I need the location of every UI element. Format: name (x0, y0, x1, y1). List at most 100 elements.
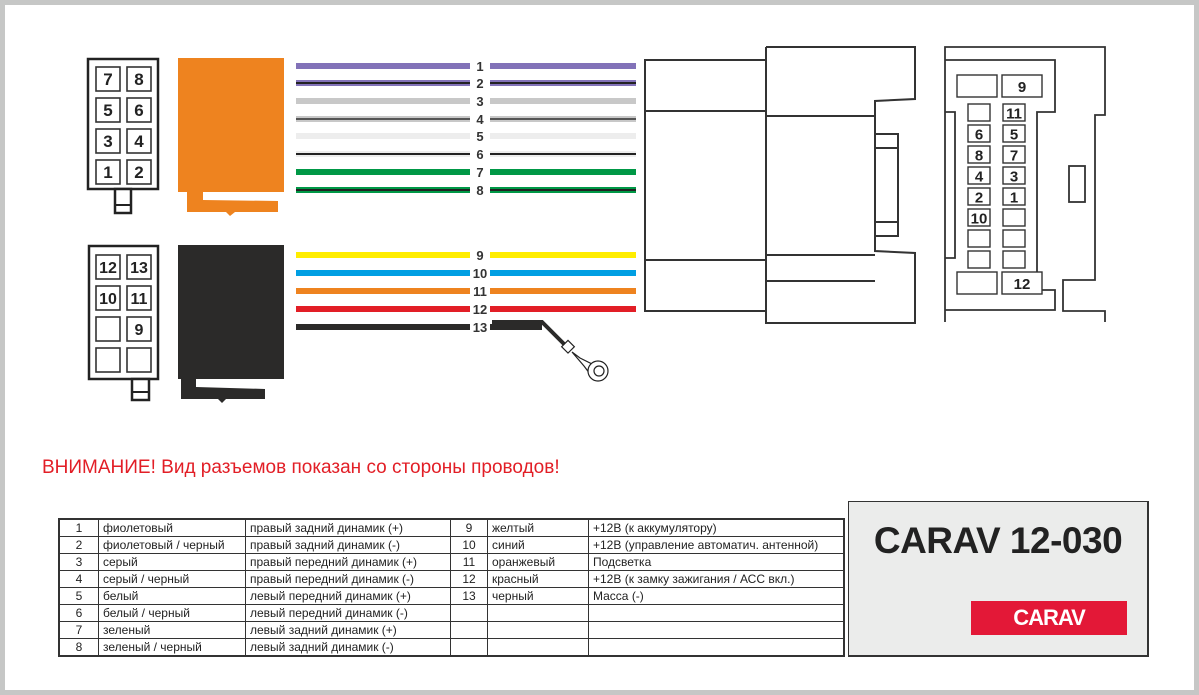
wire-11 (296, 288, 470, 294)
pin-label: 1 (103, 163, 112, 182)
pin-label: 2 (134, 163, 143, 182)
wire-number: 9 (476, 248, 483, 263)
pin-box (1002, 166, 1026, 185)
pin-label: 8 (975, 148, 983, 165)
wire-color: зеленый (98, 621, 246, 639)
pin-box (967, 187, 991, 206)
pin-label: 2 (975, 190, 983, 207)
pin-box (95, 128, 121, 154)
wire-color: желтый (487, 518, 589, 537)
function (588, 621, 845, 639)
function: правый задний динамик (+) (245, 518, 451, 537)
wire-color: серый / черный (98, 570, 246, 588)
pin-box (126, 97, 152, 123)
wire-stripe (490, 82, 636, 84)
pin-box (126, 347, 152, 373)
pin-box (95, 347, 121, 373)
wire-color: черный (487, 587, 589, 605)
pin-label: 12 (99, 260, 117, 277)
wire-number: 5 (476, 129, 483, 144)
wire-stripe (296, 82, 470, 84)
function: +12В (к аккумулятору) (588, 518, 845, 537)
pin-label: 10 (99, 291, 117, 308)
function (588, 638, 845, 657)
wire-number: 7 (476, 165, 483, 180)
pin-box (126, 159, 152, 185)
wire-number: 8 (476, 183, 483, 198)
pin-number (450, 621, 488, 639)
warning-text: ВНИМАНИЕ! Вид разъемов показан со сторон… (42, 457, 560, 478)
pin-label: 3 (1010, 169, 1018, 186)
wire-number: 10 (473, 266, 487, 281)
wire-number: 2 (476, 76, 483, 91)
wire-number: 13 (473, 320, 487, 335)
pin-box (95, 97, 121, 123)
wire-color: оранжевый (487, 553, 589, 571)
wire-color (487, 638, 589, 657)
pin-number: 2 (58, 536, 99, 554)
pin-number (450, 638, 488, 657)
wire-color: фиолетовый / черный (98, 536, 246, 554)
function (588, 604, 845, 622)
function: правый задний динамик (-) (245, 536, 451, 554)
pin-number: 6 (58, 604, 99, 622)
wire-color: красный (487, 570, 589, 588)
wire-number: 4 (476, 112, 484, 127)
wire-7 (490, 169, 636, 175)
wire-color: белый / черный (98, 604, 246, 622)
wire-11 (490, 288, 636, 294)
function: правый передний динамик (-) (245, 570, 451, 588)
wire-5 (296, 133, 470, 139)
wire-color: фиолетовый (98, 518, 246, 537)
pin-box (1001, 271, 1043, 295)
pin-number: 10 (450, 536, 488, 554)
pin-box (1002, 208, 1026, 227)
wire-color: белый (98, 587, 246, 605)
wire-number: 1 (476, 59, 483, 74)
pin-number: 13 (450, 587, 488, 605)
pin-box (967, 229, 991, 248)
wire-stripe (490, 118, 636, 120)
pin-box (126, 285, 152, 311)
pin-number: 8 (58, 638, 99, 657)
wire-number: 11 (473, 284, 487, 299)
pin-box (95, 285, 121, 311)
pin-label: 9 (135, 322, 144, 339)
function: левый задний динамик (+) (245, 621, 451, 639)
pin-number: 11 (450, 553, 488, 571)
pin-label: 3 (103, 132, 112, 151)
wire-7 (296, 169, 470, 175)
wire-color (487, 621, 589, 639)
pin-label: 4 (134, 132, 144, 151)
pin-label: 5 (103, 101, 112, 120)
wire-color (487, 604, 589, 622)
pin-number: 7 (58, 621, 99, 639)
pin-label: 6 (975, 127, 983, 144)
wire-color: синий (487, 536, 589, 554)
function: правый передний динамик (+) (245, 553, 451, 571)
wire-3 (490, 98, 636, 104)
pin-label: 12 (1014, 276, 1031, 293)
wire-stripe (296, 118, 470, 120)
wire-1 (296, 63, 470, 69)
pin-box (967, 103, 991, 122)
pin-label: 7 (1010, 148, 1018, 165)
pin-box (956, 271, 998, 295)
pin-box (967, 145, 991, 164)
wire-9 (490, 252, 636, 258)
pin-number: 4 (58, 570, 99, 588)
vehicle-connector-side-view (644, 46, 916, 324)
pin-number: 1 (58, 518, 99, 537)
